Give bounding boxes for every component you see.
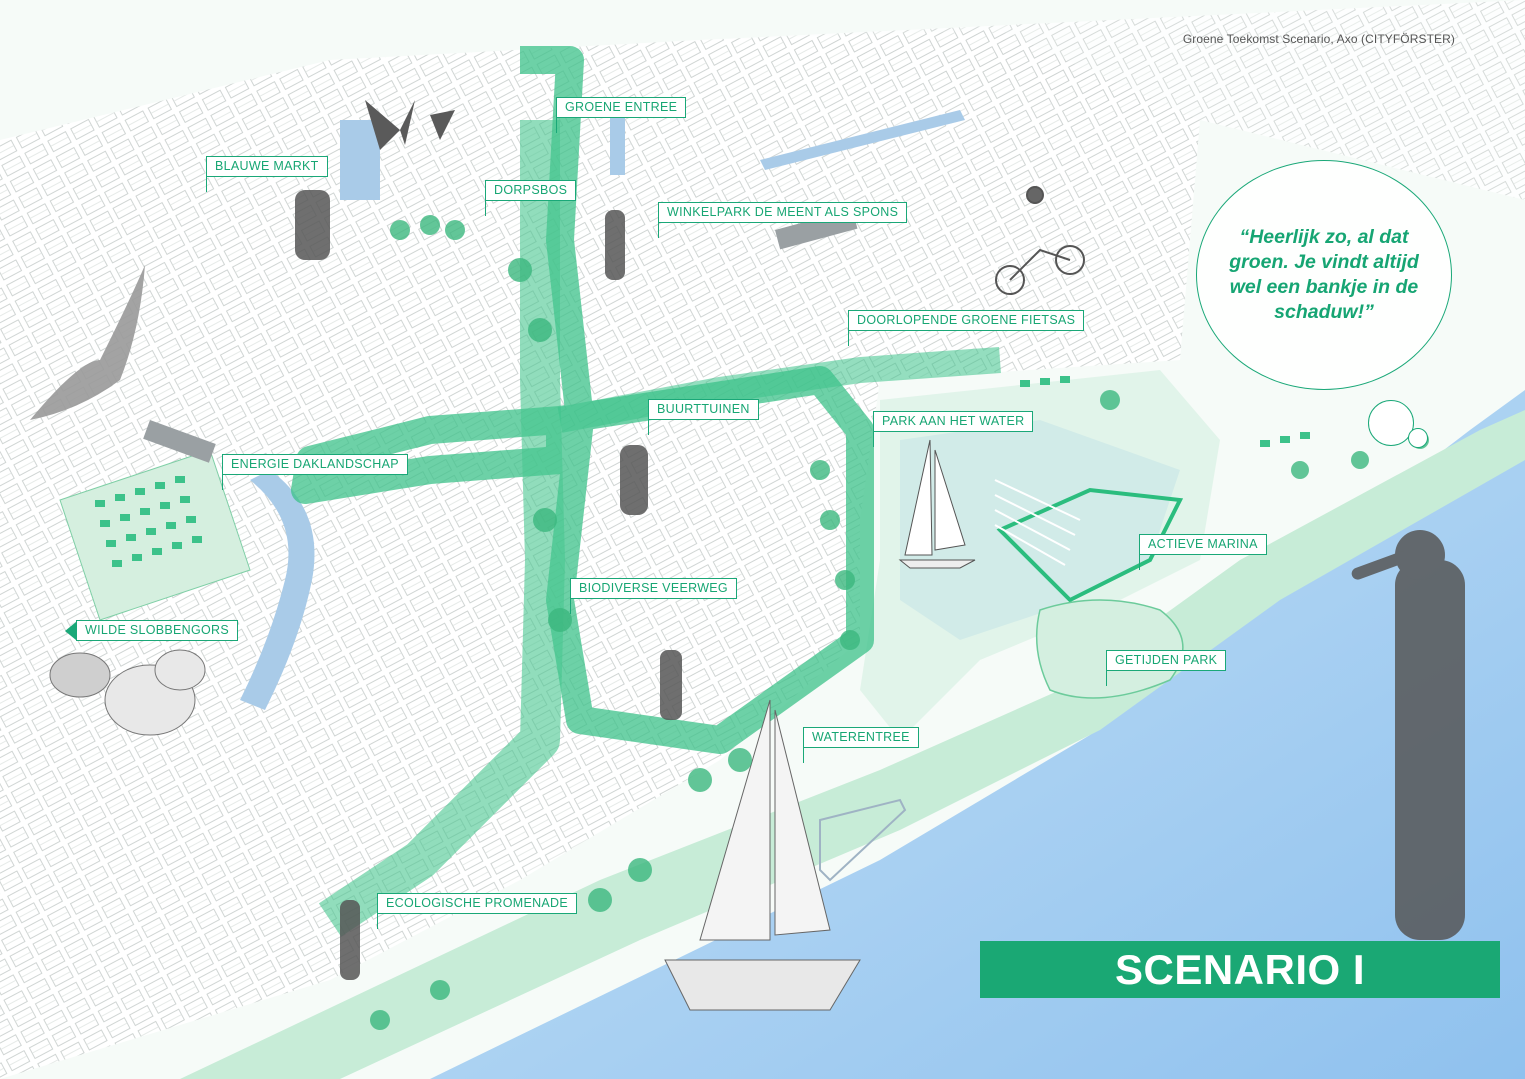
butterflies [365, 100, 455, 150]
green-corridor-3 [557, 347, 1001, 433]
label-winkelpark: WINKELPARK DE MEENT ALS SPONS [657, 202, 908, 238]
label-getijden-park: GETIJDEN PARK [1105, 650, 1227, 686]
label-buurttuinen: BUURTTUINEN [647, 399, 759, 435]
quote-text: “Heerlijk zo, al dat groen. Je vindt alt… [1229, 226, 1419, 323]
green-corridor [291, 46, 874, 754]
sea [430, 390, 1525, 1079]
label-wilde-slobbengors: WILDE SLOBBENGORS [64, 620, 239, 641]
marina-jetties [994, 479, 1081, 566]
getijden-island [1035, 599, 1184, 699]
inner-dyke [860, 370, 1220, 740]
scenario-banner: SCENARIO I [980, 941, 1500, 998]
canal-north-2 [610, 100, 625, 175]
label-energie-daklandschap: ENERGIE DAKLANDSCHAP [221, 454, 408, 490]
sailboat-harbour [898, 439, 976, 569]
marina-piers [996, 487, 1184, 603]
canal-west [240, 470, 315, 710]
image-credit: Groene Toekomst Scenario, Axo (CITYFÖRST… [1182, 32, 1455, 46]
label-park-aan-het-water: PARK AAN HET WATER [872, 411, 1034, 447]
cyclist [995, 186, 1085, 295]
sailboat-large [664, 699, 861, 1011]
label-biodiverse-veerweg: BIODIVERSE VEERWEG [569, 578, 737, 614]
quote-bubble: “Heerlijk zo, al dat groen. Je vindt alt… [1196, 160, 1452, 390]
canal-north [340, 120, 380, 200]
bird [30, 265, 145, 420]
solar-panels [95, 376, 1310, 567]
label-actieve-marina: ACTIEVE MARINA [1138, 534, 1267, 570]
label-blauwe-markt: BLAUWE MARKT [205, 156, 328, 192]
label-fietsas: DOORLOPENDE GROENE FIETSAS [847, 310, 1085, 346]
urban-fabric [0, 30, 1200, 1079]
label-ecologische-promenade: ECOLOGISCHE PROMENADE [376, 893, 578, 929]
canal-northeast [760, 110, 965, 170]
label-groene-entree: GROENE ENTREE [555, 97, 687, 133]
speech-bubble-dot-small [1408, 428, 1428, 448]
speech-bubble-dot [1368, 400, 1414, 446]
label-dorpsbos: DORPSBOS [484, 180, 577, 216]
people-silhouettes [295, 190, 1465, 980]
label-waterentree: WATERENTREE [802, 727, 919, 763]
animals [49, 649, 206, 736]
urban-fabric-north [700, 0, 1525, 200]
pier-south [819, 798, 907, 882]
